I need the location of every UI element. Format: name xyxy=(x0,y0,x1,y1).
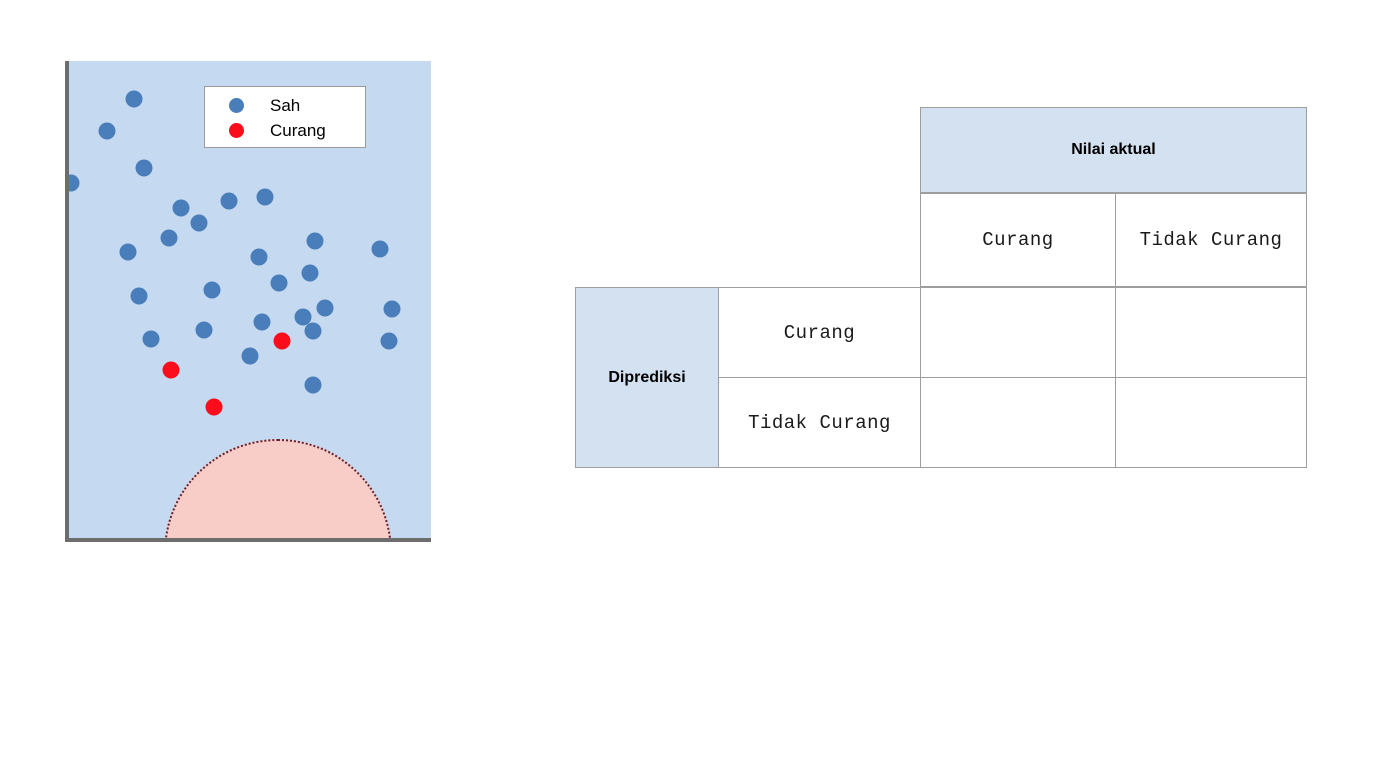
scatter-figure: Diprediksi Curang Sah Curang xyxy=(65,61,431,542)
legend-item-sah: Sah xyxy=(205,93,365,118)
predicted-fraud-region xyxy=(164,439,392,542)
legend-item-curang: Curang xyxy=(205,118,365,143)
confusion-matrix-row-header-tidak-curang: Tidak Curang xyxy=(718,377,921,468)
legend-item-curang-label: Curang xyxy=(270,120,326,140)
scatter-point-sah xyxy=(294,308,312,326)
scatter-point-sah xyxy=(306,232,324,250)
confusion-matrix-row-header-curang: Curang xyxy=(718,287,921,378)
scatter-point-sah xyxy=(304,322,322,340)
row-header-tidak-curang-label: Tidak Curang xyxy=(748,411,891,434)
scatter-plot-area: Diprediksi Curang Sah Curang xyxy=(65,61,431,542)
scatter-point-sah xyxy=(371,240,389,258)
scatter-axis-bottom xyxy=(65,538,431,542)
red-circle-marker-icon xyxy=(229,123,244,138)
scatter-point-sah xyxy=(135,159,153,177)
scatter-point-sah xyxy=(241,347,259,365)
scatter-point-sah xyxy=(190,214,208,232)
column-header-curang-label: Curang xyxy=(982,229,1054,251)
scatter-point-sah xyxy=(316,299,334,317)
row-header-curang-label: Curang xyxy=(783,321,856,344)
confusion-matrix-cell-false-negative xyxy=(920,377,1116,468)
confusion-matrix-actual-header: Nilai aktual xyxy=(920,107,1307,193)
scatter-point-sah xyxy=(172,199,190,217)
scatter-point-sah xyxy=(270,274,288,292)
scatter-axis-left xyxy=(65,61,69,542)
scatter-point-sah xyxy=(253,313,271,331)
scatter-point-sah xyxy=(250,248,268,266)
scatter-point-sah xyxy=(220,192,238,210)
confusion-matrix-cell-true-negative xyxy=(1115,377,1307,468)
scatter-point-sah xyxy=(130,287,148,305)
column-header-tidak-curang-label: Tidak Curang xyxy=(1139,229,1283,251)
scatter-point-sah xyxy=(195,321,213,339)
predicted-header-label: Diprediksi xyxy=(608,368,686,386)
legend-item-sah-label: Sah xyxy=(270,95,301,115)
scatter-point-curang xyxy=(273,332,291,350)
scatter-point-curang xyxy=(162,361,180,379)
scatter-point-sah xyxy=(256,188,274,206)
scatter-point-sah xyxy=(160,229,178,247)
scatter-point-sah xyxy=(125,90,143,108)
scatter-point-sah xyxy=(380,332,398,350)
scatter-point-curang xyxy=(205,398,223,416)
confusion-matrix-table: Nilai aktual Curang Tidak Curang Dipredi… xyxy=(575,107,1307,468)
confusion-matrix-column-header-tidak-curang: Tidak Curang xyxy=(1115,193,1307,287)
actual-header-label: Nilai aktual xyxy=(1071,141,1156,158)
scatter-point-sah xyxy=(203,281,221,299)
scatter-point-sah xyxy=(119,243,137,261)
confusion-matrix-cell-false-positive xyxy=(1115,287,1307,378)
scatter-legend: Sah Curang xyxy=(204,86,366,148)
confusion-matrix-cell-true-positive xyxy=(920,287,1116,378)
confusion-matrix-predicted-header: Diprediksi xyxy=(575,287,719,468)
scatter-point-sah xyxy=(142,330,160,348)
blue-circle-marker-icon xyxy=(229,98,244,113)
scatter-point-sah xyxy=(304,376,322,394)
scatter-point-sah xyxy=(98,122,116,140)
scatter-point-sah xyxy=(301,264,319,282)
confusion-matrix-column-header-curang: Curang xyxy=(920,193,1116,287)
scatter-point-sah xyxy=(383,300,401,318)
